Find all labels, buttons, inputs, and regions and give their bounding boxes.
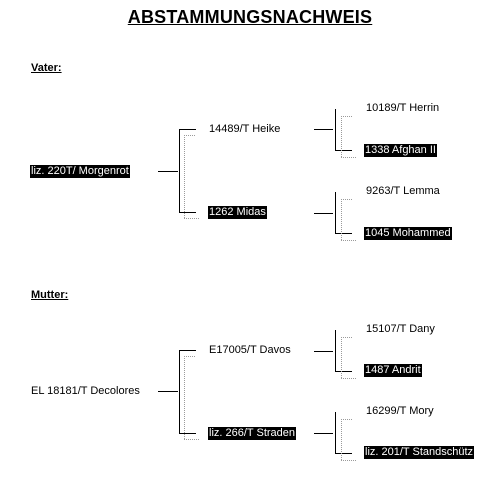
dam-dam-name: liz. 266/T Straden [208, 427, 297, 440]
dam-sire-dam-name: 1487 Andrit [364, 364, 422, 377]
sire-dam-dam-name: 1045 Mohammed [364, 227, 452, 240]
section-label-vater: Vater: [31, 62, 62, 74]
dam-name: EL 18181/T Decolores [31, 385, 140, 397]
sire-dam-sire-name: 9263/T Lemma [366, 185, 440, 197]
sire-sire-dam-name: 1338 Afghan II [364, 144, 437, 157]
sire-dam-name: 1262 Midas [208, 206, 267, 219]
sire-name: liz. 220T/ Morgenrot [30, 165, 130, 178]
section-label-mutter: Mutter: [31, 289, 69, 301]
dam-dam-dam-name: liz. 201/T Standschütz [364, 446, 475, 459]
page-title: ABSTAMMUNGSNACHWEIS [127, 7, 373, 27]
sire-sire-sire-name: 10189/T Herrin [366, 102, 440, 114]
sire-sire-name: 14489/T Heike [209, 123, 281, 135]
dam-dam-sire-name: 16299/T Mory [366, 405, 434, 417]
dam-sire-sire-name: 15107/T Dany [366, 323, 435, 335]
dam-sire-name: E17005/T Davos [209, 344, 291, 356]
